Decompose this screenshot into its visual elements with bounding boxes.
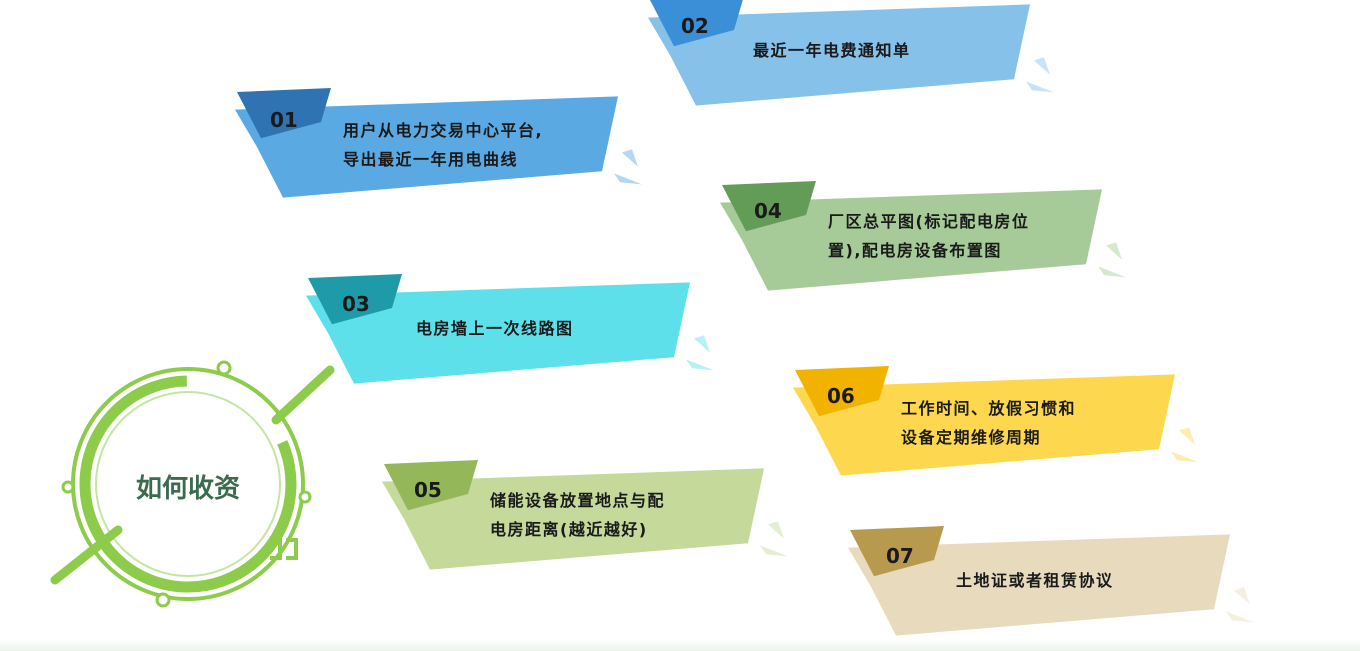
ribbon-streak [1226, 611, 1254, 623]
step-number: 04 [754, 199, 782, 223]
ribbon-streak [1026, 81, 1054, 93]
ribbon-band [793, 374, 1175, 476]
ribbon-band [306, 282, 690, 384]
ribbon-band [648, 4, 1030, 106]
ring-node-right [298, 490, 312, 504]
ribbon-shape [720, 181, 1126, 291]
step-ribbon-07: 07 土地证或者租赁协议 [848, 526, 1254, 640]
center-title: 如何收资 [135, 474, 240, 504]
ribbon-streak [1234, 587, 1250, 605]
ribbon-band [235, 96, 618, 198]
step-ribbon-03: 03 电房墙上一次线路图 [306, 274, 714, 388]
step-text-line: 工作时间、放假习惯和 [901, 399, 1077, 418]
step-text-line: 土地证或者租赁协议 [956, 571, 1114, 590]
step-text-line: 最近一年电费通知单 [753, 41, 911, 60]
ring-node-bottom [155, 592, 171, 608]
ribbon-streak [1179, 427, 1195, 445]
step-ribbon-06: 06 工作时间、放假习惯和设备定期维修周期 [793, 366, 1199, 480]
ring-ornament [270, 538, 298, 560]
ribbon-shape [793, 366, 1199, 476]
ring-node-left [61, 480, 75, 494]
ring-node-top [216, 360, 232, 376]
ring-slash-top [271, 365, 335, 425]
ribbon-number-tab [308, 274, 402, 325]
ribbon-streak [1171, 451, 1199, 463]
ribbon-shape [648, 0, 1054, 106]
ring-inner [95, 391, 281, 577]
bottom-band [0, 640, 1360, 651]
ring-slash-bottom [50, 525, 123, 585]
step-text-line: 储能设备放置地点与配 [490, 491, 666, 510]
ribbon-streak [1098, 266, 1126, 278]
ribbon-streak [622, 149, 638, 167]
step-text: 工作时间、放假习惯和设备定期维修周期 [901, 394, 1076, 452]
ribbon-streak [1106, 242, 1122, 260]
ribbon-number-tab [722, 181, 816, 232]
ribbon-streak [686, 359, 714, 371]
ribbon-shape [235, 88, 642, 198]
step-text: 厂区总平图(标记配电房位置),配电房设备布置图 [828, 207, 1029, 265]
step-text-line: 电房距离(越近越好) [490, 520, 648, 539]
step-ribbon-01: 01 用户从电力交易中心平台, 导出最近一年用电曲线 [235, 88, 642, 202]
step-text-line: 设备定期维修周期 [901, 428, 1042, 447]
step-text-line: 电房墙上一次线路图 [416, 319, 574, 338]
step-number: 02 [681, 14, 709, 38]
ribbon-shape [848, 526, 1254, 636]
ribbon-streak [760, 545, 788, 557]
ribbon-shape [382, 460, 788, 570]
ring-main [79, 375, 297, 593]
step-ribbon-04: 04 厂区总平图(标记配电房位置),配电房设备布置图 [720, 181, 1126, 295]
step-ribbon-02: 02 最近一年电费通知单 [648, 0, 1054, 110]
step-number: 07 [886, 544, 914, 568]
ribbon-number-tab [795, 366, 889, 417]
ribbon-shape [306, 274, 714, 384]
ribbon-streak [614, 173, 642, 185]
step-text: 最近一年电费通知单 [753, 36, 911, 65]
step-text: 土地证或者租赁协议 [956, 566, 1114, 595]
step-number: 01 [270, 108, 298, 132]
step-number: 06 [827, 384, 855, 408]
step-text: 电房墙上一次线路图 [416, 314, 574, 343]
ribbon-streak [694, 335, 710, 353]
step-number: 03 [342, 292, 370, 316]
ribbon-number-tab [850, 526, 944, 577]
step-number: 05 [414, 478, 442, 502]
ribbon-streak [1034, 57, 1050, 75]
ribbon-number-tab [384, 460, 478, 511]
step-text-line: 厂区总平图(标记配电房位 [828, 212, 1030, 231]
step-text: 用户从电力交易中心平台, 导出最近一年用电曲线 [343, 116, 543, 174]
step-text-line: 导出最近一年用电曲线 [343, 150, 519, 169]
step-text-line: 用户从电力交易中心平台, [343, 121, 544, 140]
ribbon-band [382, 468, 764, 570]
step-text-line: 置),配电房设备布置图 [828, 241, 1002, 260]
ribbon-streak [768, 521, 784, 539]
ribbon-number-tab [237, 88, 331, 139]
step-ribbon-05: 05 储能设备放置地点与配电房距离(越近越好) [382, 460, 788, 574]
ribbon-band [848, 534, 1230, 636]
ribbon-number-tab [650, 0, 743, 47]
step-text: 储能设备放置地点与配电房距离(越近越好) [490, 486, 665, 544]
ribbon-band [720, 189, 1102, 291]
